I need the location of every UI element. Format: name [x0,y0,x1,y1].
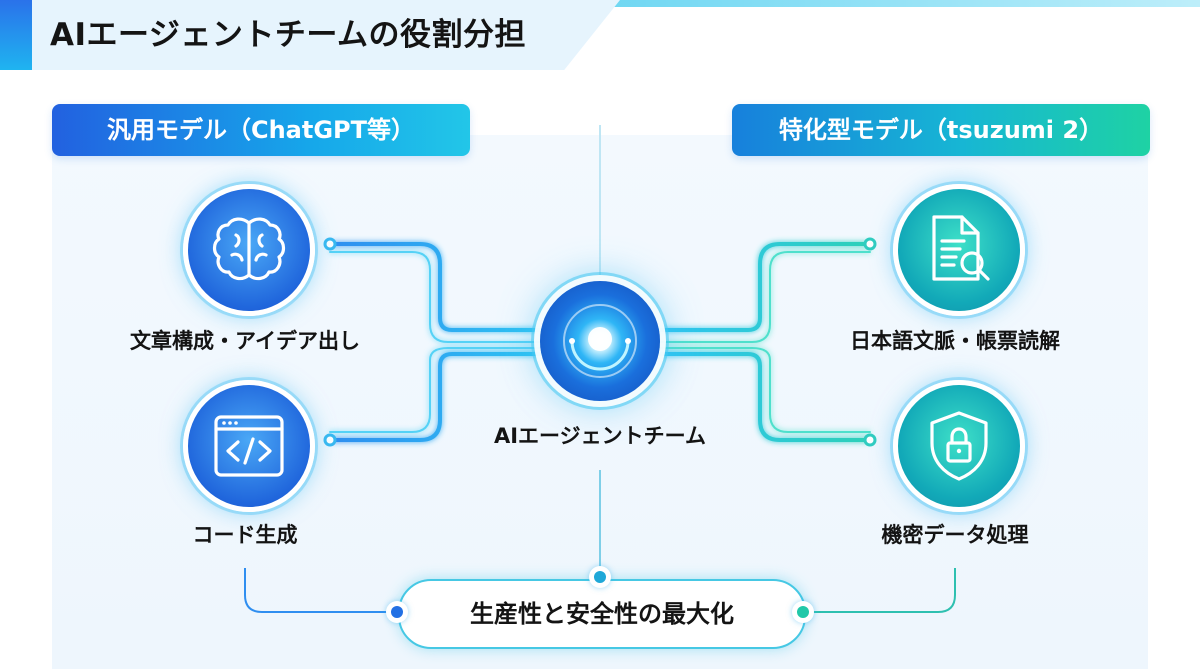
result-dot-right [792,601,814,623]
result-dot-top [589,566,611,588]
code-window-icon [214,415,284,477]
connector-left-lower-inner [329,347,541,433]
text-composition-label: 文章構成・アイデア出し [130,329,360,353]
confidential-data-label: 機密データ処理 [881,523,1029,547]
connector-right-upper [658,242,872,332]
page-title: AIエージェントチームの役割分担 [50,17,526,53]
connector-right-lower-inner [659,347,871,433]
text-composition-node [183,184,315,316]
connector-bottom-left [244,568,398,613]
connector-dot-right-upper [863,237,877,251]
japanese-context-label: 日本語文脈・帳票読解 [850,329,1060,353]
connector-bottom-right [802,568,956,613]
connector-left-upper [328,242,542,332]
shield-lock-icon [930,411,988,481]
document-search-icon [932,215,990,281]
ai-core-icon [563,304,637,378]
ai-core-node [540,281,660,401]
title-accent-bar [0,0,32,70]
connector-right-lower [658,352,872,442]
specialized-model-header: 特化型モデル（tsuzumi 2） [732,104,1150,156]
confidential-data-node [893,380,1025,512]
connector-dot-left-upper [323,237,337,251]
result-box: 生産性と安全性の最大化 [398,579,806,649]
general-model-header: 汎用モデル（ChatGPT等） [52,104,470,156]
japanese-context-node [893,184,1025,316]
result-label: 生産性と安全性の最大化 [470,600,734,628]
title-bar: AIエージェントチームの役割分担 [0,0,620,70]
connector-left-upper-inner [329,251,541,343]
code-generation-node [183,380,315,512]
connector-right-upper-inner [659,251,871,343]
connector-dot-left-lower [323,433,337,447]
top-accent-line [580,0,1200,7]
brain-icon [212,217,286,281]
ai-agent-team-label: AIエージェントチーム [493,424,706,448]
result-dot-left [386,601,408,623]
code-generation-label: コード生成 [192,523,298,547]
connector-dot-right-lower [863,433,877,447]
connector-left-lower [328,352,542,442]
specialized-model-header-label: 特化型モデル（tsuzumi 2） [778,116,1104,144]
general-model-header-label: 汎用モデル（ChatGPT等） [106,116,416,144]
